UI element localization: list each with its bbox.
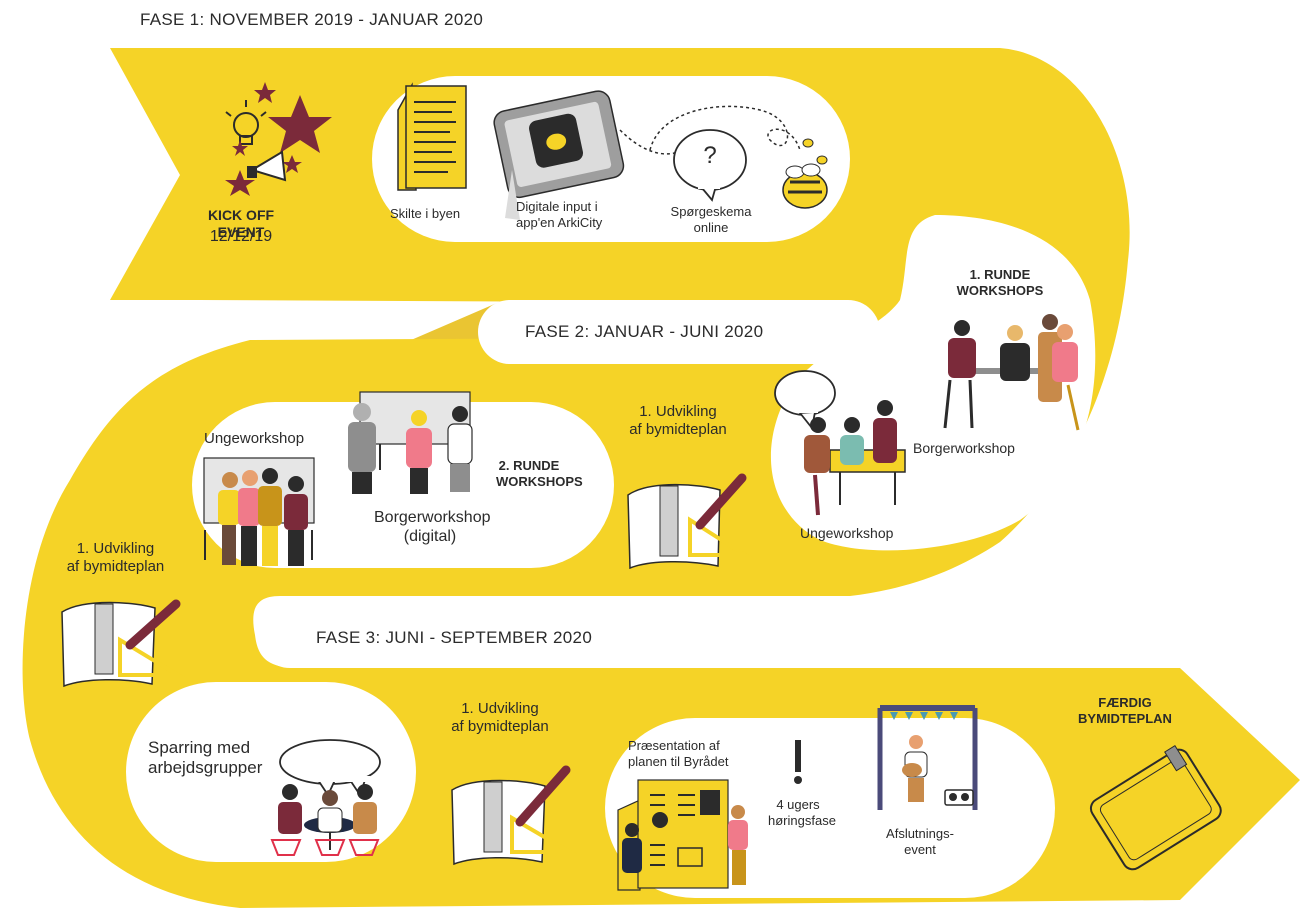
phase1-title: FASE 1: NOVEMBER 2019 - JANUAR 2020 bbox=[140, 10, 484, 29]
sparring-group-icon bbox=[270, 739, 381, 856]
speech-bubble-question-icon bbox=[673, 129, 747, 202]
phase3-title: FASE 3: JUNI - SEPTEMBER 2020 bbox=[316, 628, 593, 647]
pill-phase3-title bbox=[258, 604, 698, 668]
sparring-label: Sparring med arbejdsgrupper bbox=[148, 738, 263, 778]
kickoff-icon bbox=[225, 82, 332, 196]
megaphone-icon bbox=[249, 150, 287, 182]
signs-icon bbox=[397, 82, 467, 191]
round1-workshops-title: 1. RUNDE WORKSHOPS bbox=[956, 267, 1044, 298]
final-plan-title: FÆRDIG BYMIDTEPLAN bbox=[1078, 695, 1172, 726]
round2-workshops-title: 2. RUNDE WORKSHOPS bbox=[496, 458, 583, 489]
presentation-board-icon bbox=[617, 779, 748, 891]
digital-input-label: Digitale input i app'en ArkiCity bbox=[516, 199, 603, 230]
star-icon bbox=[225, 170, 255, 196]
stage-concert-icon bbox=[877, 705, 978, 810]
signs-label: Skilte i byen bbox=[390, 206, 461, 221]
development-label-phase3: 1. Udvikling af bymidteplan bbox=[451, 700, 549, 735]
survey-question-mark: ? bbox=[703, 142, 717, 169]
notebook-icon bbox=[1089, 744, 1222, 871]
presentation-label: Præsentation af planen til Byrådet bbox=[628, 738, 729, 769]
borgerworkshop-digital-label: Borgerworkshop (digital) bbox=[374, 509, 491, 546]
pill-sparring bbox=[126, 682, 416, 862]
closing-event-label: Afslutnings- event bbox=[886, 826, 954, 857]
ungeworkshop2-label: Ungeworkshop bbox=[204, 430, 305, 447]
borgerworkshop-label: Borgerworkshop bbox=[913, 440, 1015, 456]
ungeworkshop-people-icon bbox=[774, 370, 906, 516]
kickoff-date: 12/12/19 bbox=[209, 228, 273, 245]
bee-icon bbox=[649, 105, 828, 209]
kickoff-title: KICK OFF EVENT bbox=[207, 207, 275, 240]
development-label-left: 1. Udvikling af bymidteplan bbox=[66, 540, 165, 575]
star-icon bbox=[282, 155, 302, 173]
planning-icon-left bbox=[61, 599, 186, 688]
hearing-label: 4 ugers høringsfase bbox=[768, 797, 836, 828]
ungeworkshop2-people-icon bbox=[203, 457, 315, 566]
tablet-icon bbox=[493, 90, 691, 220]
planning-icon bbox=[627, 473, 752, 570]
phase2-title: FASE 2: JANUAR - JUNI 2020 bbox=[525, 322, 764, 341]
borgerworkshop-digital-people-icon bbox=[348, 391, 473, 494]
star-icon bbox=[232, 140, 248, 156]
star-icon bbox=[268, 95, 332, 153]
exclamation-icon bbox=[794, 740, 802, 784]
borgerworkshop-people-icon bbox=[943, 314, 1080, 431]
pill-phase2-title bbox=[478, 300, 880, 364]
development-label-phase2: 1. Udvikling af bymidteplan bbox=[629, 403, 727, 438]
star-icon bbox=[254, 82, 276, 103]
survey-label: Spørgeskema online bbox=[670, 204, 752, 235]
ungeworkshop-label: Ungeworkshop bbox=[800, 525, 894, 541]
planning-icon-phase3 bbox=[451, 765, 578, 866]
